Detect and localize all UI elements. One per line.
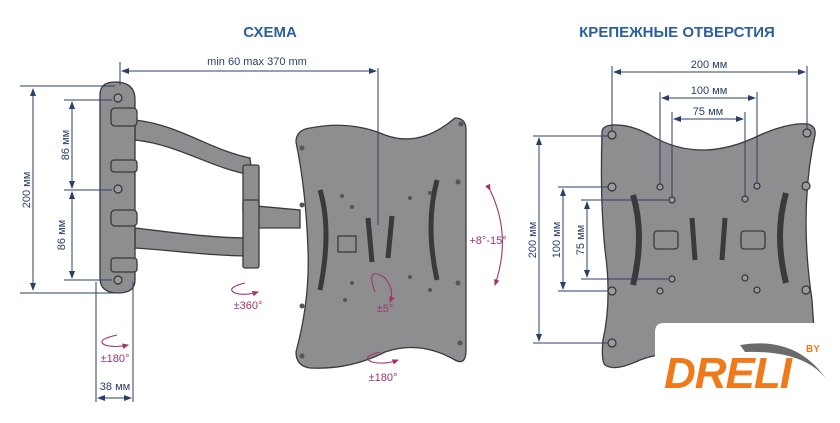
v200-label: 200 мм [527,222,539,259]
h100-label: 100 мм [691,85,728,97]
vesa-plate-drawing [600,123,816,369]
mount-holes [607,128,812,348]
height-total-label: 200 мм [21,172,33,209]
tilt-label: +8°-15° [469,235,506,247]
rotate-arrow-icon [231,282,260,297]
holes-title: КРЕПЕЖНЫЕ ОТВЕРСТИЯ [579,24,775,41]
height-lower-label: 86 мм [56,220,68,250]
logo-by: BY [806,344,820,355]
logo-text: DRELI [664,349,793,398]
scheme-dimensions [20,62,379,402]
rotate-arrow-icon [101,334,130,349]
rotate-arrow-icon [371,273,395,304]
wall-mount-drawing [99,81,467,369]
reach-label: min 60 max 370 mm [207,56,307,68]
v100-label: 100 мм [551,222,563,259]
h200-label: 200 мм [691,59,728,71]
h75-label: 75 мм [693,106,723,118]
scheme-title: СХЕМА [243,24,297,41]
plate-rotation-label: ±5° [377,303,394,315]
dreli-logo: DRELI BY [655,323,840,423]
wall-rotation-label: ±180° [101,353,130,365]
holes-dimensions [533,66,808,344]
depth-label: 38 мм [100,381,130,393]
rotation-indicators [101,183,503,365]
rotate-arrow-icon [366,351,400,365]
height-upper-label: 86 мм [60,130,72,160]
v75-label: 75 мм [575,225,587,255]
tilt-arrow-icon [485,183,503,287]
arm-rotation-label: ±360° [234,300,263,312]
plate-swivel-label: ±180° [369,372,398,384]
